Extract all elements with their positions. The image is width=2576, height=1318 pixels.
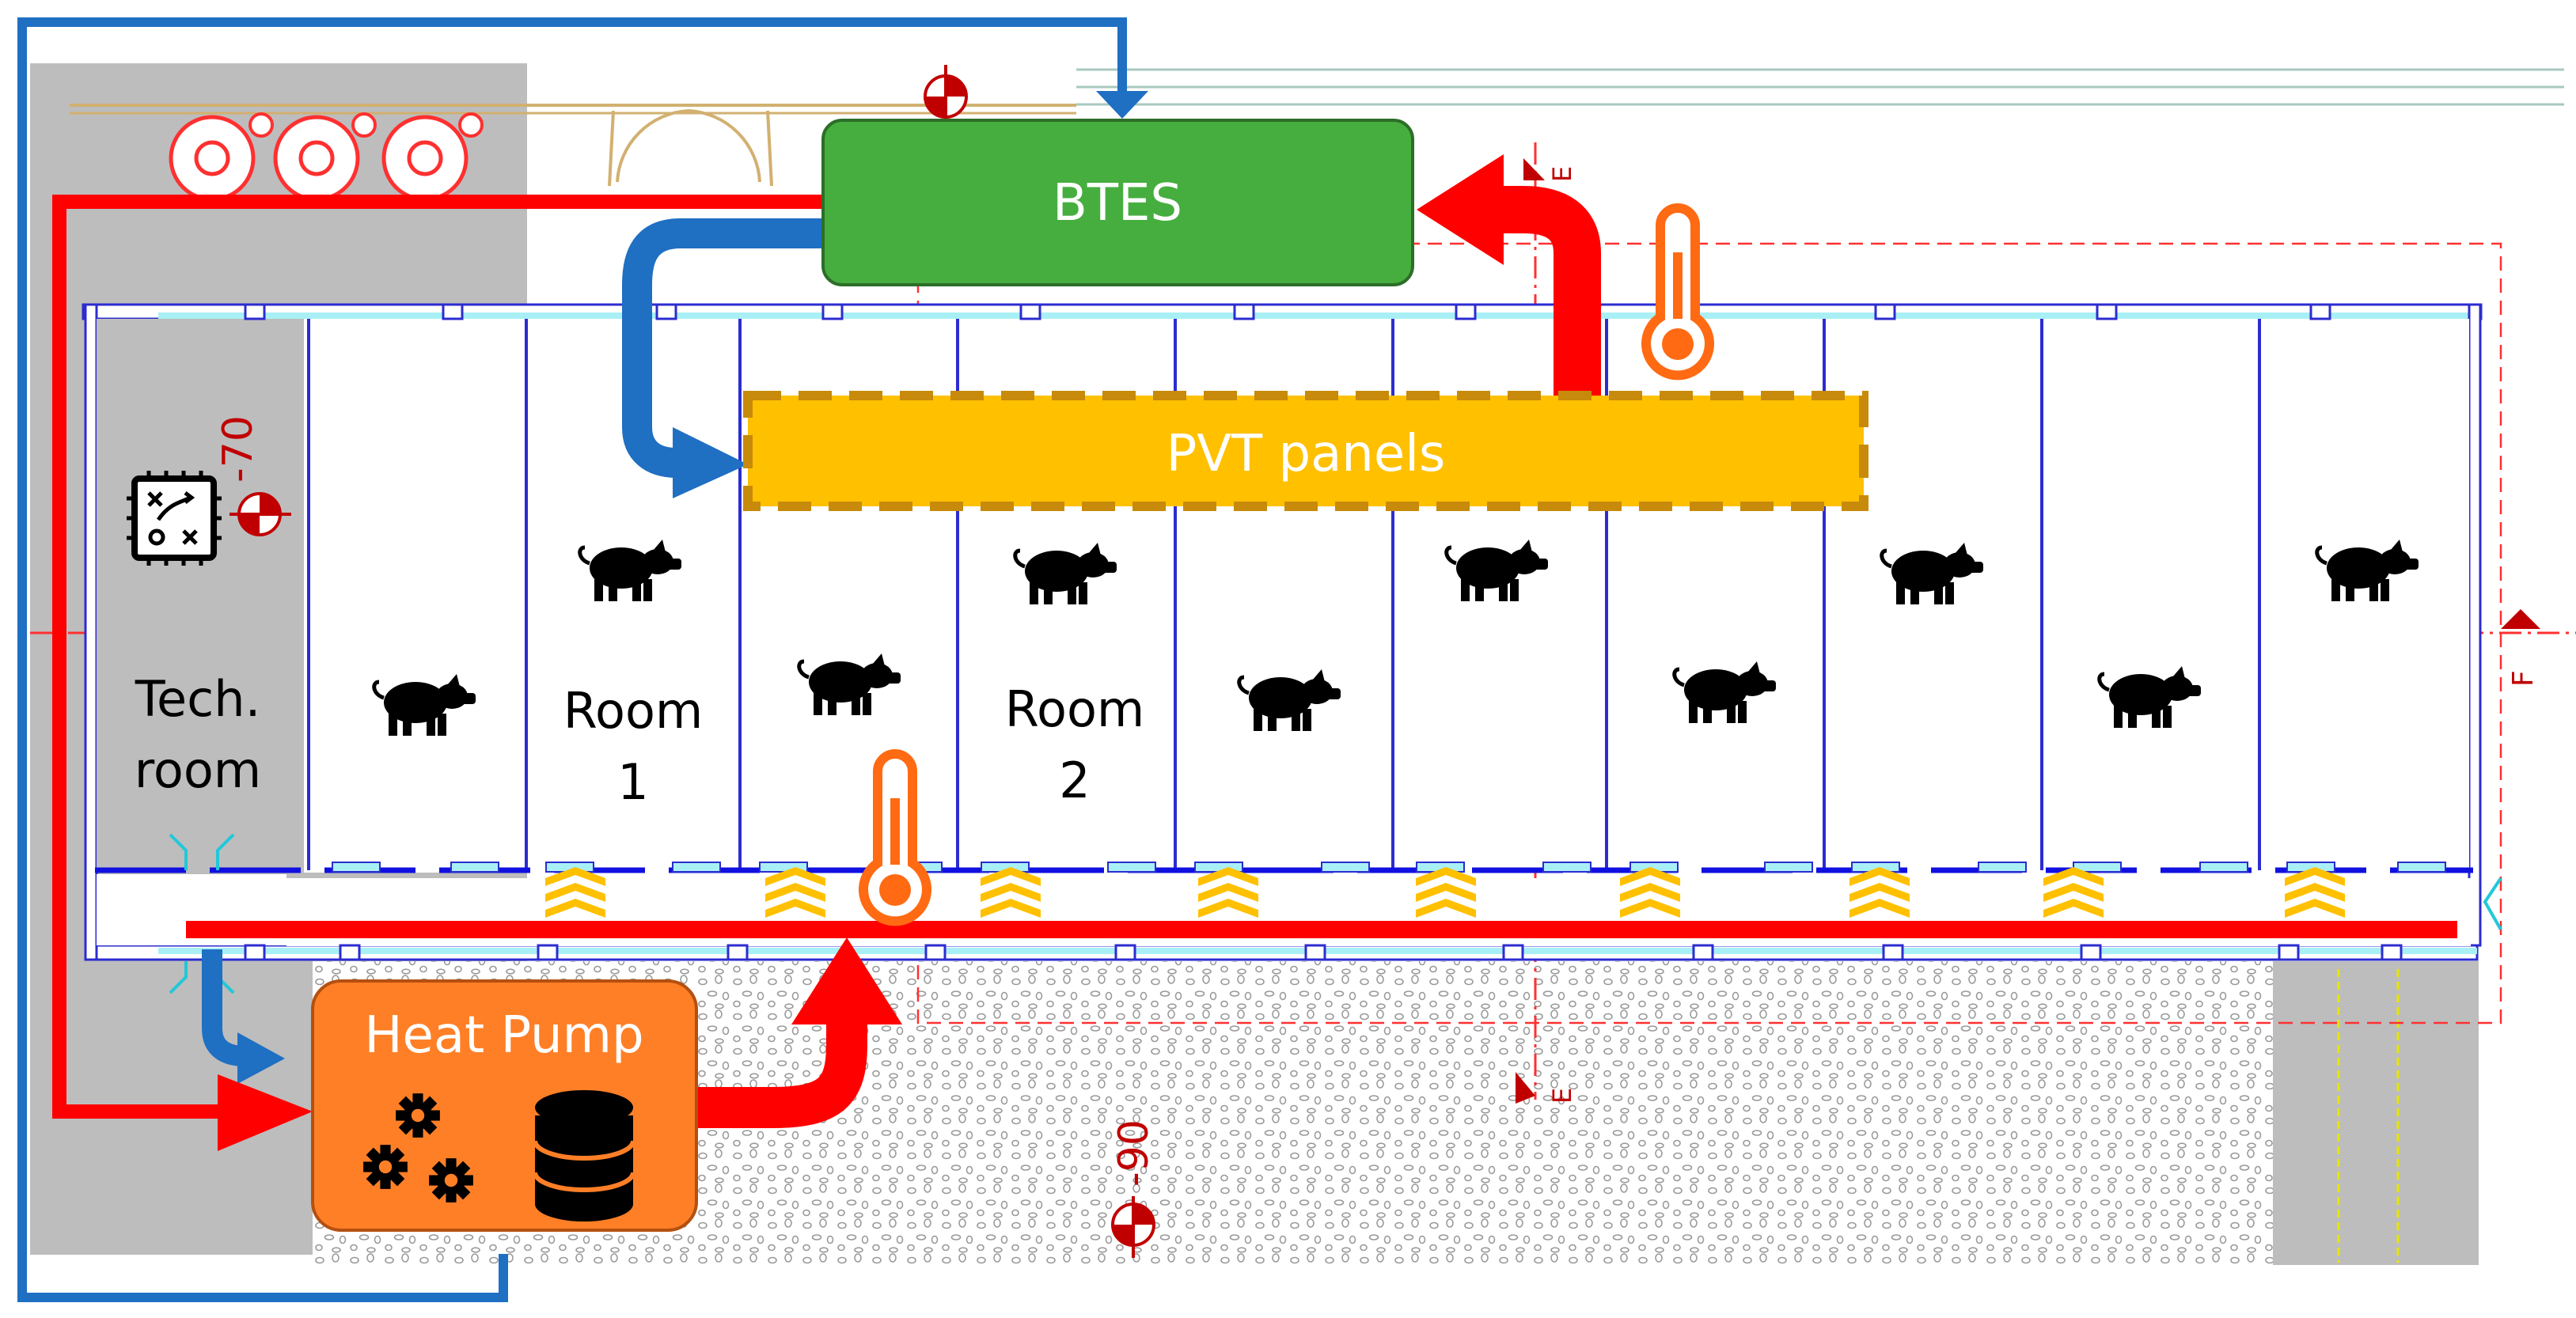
section-mark-bottom: E — [1516, 1072, 1577, 1104]
room-2-line2: 2 — [1059, 752, 1090, 809]
heat-pump-label: Heat Pump — [364, 1006, 643, 1065]
level-annotation-top: -70 — [214, 415, 291, 536]
section-mark-right-label: F — [2507, 670, 2540, 687]
room-2-line1: Room — [1005, 680, 1145, 738]
section-mark-right: F — [2501, 609, 2540, 687]
pvt-panels-node[interactable]: PVT panels — [743, 391, 1868, 511]
heat-pump-node[interactable]: Heat Pump — [311, 979, 698, 1232]
room-1-line1: Room — [563, 682, 704, 740]
section-mark-bottom-label: E — [1547, 1088, 1577, 1104]
thermometer-icon — [863, 754, 927, 921]
database-icon — [533, 1090, 635, 1221]
tech-room-line1: Tech. — [135, 670, 261, 728]
tech-room-label: Tech. room — [135, 670, 261, 799]
room-1-label: Room 1 — [563, 682, 704, 811]
btes-node[interactable]: BTES — [821, 119, 1414, 286]
btes-label: BTES — [1053, 174, 1182, 233]
survey-marker-top — [924, 65, 968, 128]
tech-room-line2: room — [135, 741, 261, 799]
section-mark-top-label: E — [1547, 166, 1577, 182]
cold-flow-pipes — [17, 17, 1148, 1302]
level-label-bottom: -90 — [1110, 1119, 1158, 1187]
room-2-label: Room 2 — [1005, 680, 1145, 809]
level-label-top: -70 — [214, 415, 262, 483]
tank-circles — [169, 112, 484, 202]
section-mark-top: E — [1523, 158, 1577, 182]
hot-flow-pipes — [52, 154, 2457, 1151]
room-1-line2: 1 — [617, 753, 648, 811]
thermometer-icon — [1646, 208, 1709, 375]
level-annotation-bottom: -90 — [1110, 1119, 1158, 1258]
pvt-label: PVT panels — [1167, 425, 1446, 483]
control-panel-icon — [127, 471, 222, 566]
